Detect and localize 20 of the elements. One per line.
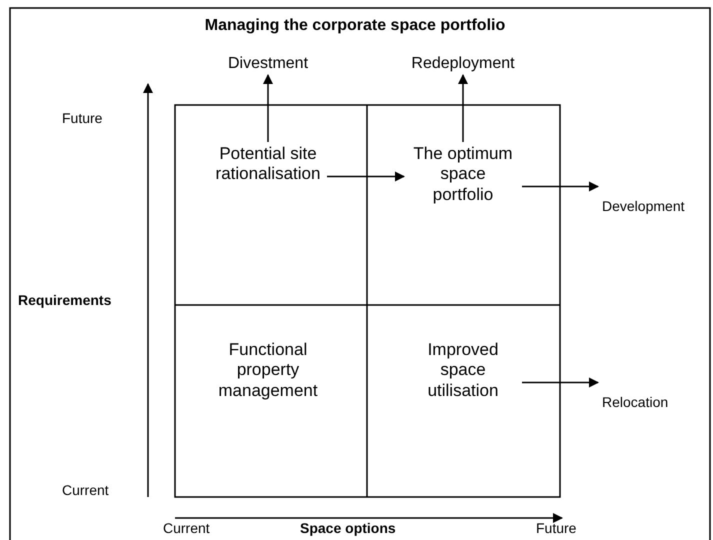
axis-label: Current — [163, 520, 210, 537]
outcome-label: Relocation — [602, 394, 668, 411]
axis-label: Current — [62, 482, 109, 499]
outcome-label: Redeployment — [403, 54, 523, 74]
arrow — [522, 378, 599, 388]
arrow — [263, 74, 273, 142]
outcome-label: Divestment — [218, 54, 318, 74]
arrow — [327, 172, 405, 182]
quadrant-label: Potential site rationalisation — [213, 144, 323, 185]
diagram-title: Managing the corporate space portfolio — [204, 16, 506, 36]
arrow — [522, 182, 599, 192]
outcome-label: Development — [602, 198, 684, 215]
axis-title: Requirements — [18, 292, 112, 309]
axis-label: Future — [536, 520, 576, 537]
axis-title: Space options — [300, 520, 396, 537]
arrow — [458, 74, 468, 142]
axis-label: Future — [62, 110, 102, 127]
quadrant-label: Functional property management — [203, 340, 333, 402]
quadrant-label: The optimum space portfolio — [408, 144, 518, 206]
quadrant-label: Improved space utilisation — [408, 340, 518, 402]
